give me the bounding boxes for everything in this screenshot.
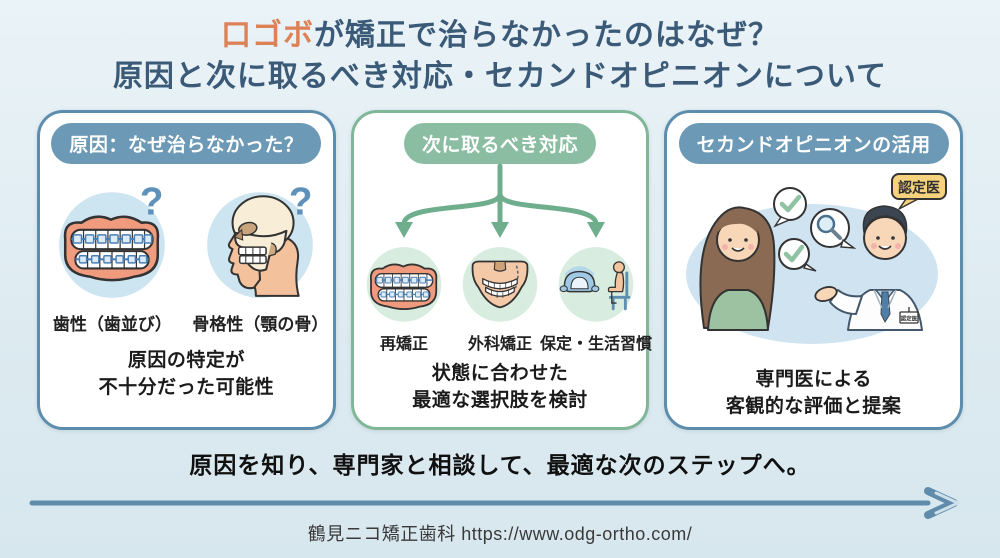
cause-skeletal: ? 骨格性（顎の骨）: [192, 180, 329, 335]
summary-line: 不十分だった可能性: [98, 377, 275, 399]
action-retention: 保定・生活習慣: [540, 240, 652, 354]
footer-credit: 鶴見ニコ矯正歯科 https://www.odg-ortho.com/: [307, 523, 693, 544]
action-surgery-label: 外科矯正: [467, 335, 532, 353]
check-icon: [779, 194, 801, 213]
summary-line: 原因の特定が: [127, 349, 245, 371]
check-icon: [783, 244, 804, 263]
branch-arrows-icon: [395, 163, 605, 238]
teeth-braces-icon: [366, 246, 442, 322]
card-causes: 原因：なぜ治らなかった？ ?: [37, 109, 336, 430]
cards-row: 原因：なぜ治らなかった？ ?: [37, 109, 964, 430]
patient-figure: [699, 206, 776, 331]
card-second-opinion-summary: 専門医による 客観的な評価と提案: [726, 366, 902, 421]
action-retreatment: 再矯正: [358, 240, 450, 354]
forward-arrow-icon: [29, 486, 960, 519]
title-line1-rest: が矯正で治らなかったのはなぜ？: [314, 19, 779, 52]
speech-bubbles: [772, 186, 857, 272]
retainer-posture-icon: [558, 246, 634, 322]
card-causes-header: 原因：なぜ治らなかった？: [51, 122, 322, 164]
page-title: 口ゴボが矯正で治らなかったのはなぜ？ 原因と次に取るべき対応・セカンドオピニオン…: [0, 0, 1000, 98]
teeth-braces-icon: ?: [59, 180, 166, 298]
card-second-opinion: セカンドオピニオンの活用: [664, 109, 964, 430]
action-retreatment-label: 再矯正: [379, 335, 428, 353]
doctor-figure: 認定医: [814, 205, 923, 331]
summary-line: 最適な選択肢を検討: [412, 390, 588, 412]
summary-line: 専門医による: [755, 368, 872, 390]
certified-badge: 認定医: [890, 172, 947, 210]
action-surgery: 外科矯正: [454, 240, 546, 354]
doctor-name-tag: 認定医: [900, 314, 917, 322]
actions-icon-row: 再矯正 外科矯正: [358, 240, 652, 354]
magnifier-icon: [816, 214, 835, 234]
causes-icon-row: ? 歯性（歯: [45, 180, 329, 335]
title-keyword: 口ゴボ: [221, 19, 314, 52]
cause-skeletal-label: 骨格性（顎の骨）: [192, 314, 329, 334]
card-next-actions-header: 次に取るべき対応: [404, 122, 597, 164]
card-next-actions: 次に取るべき対応: [350, 109, 652, 430]
certified-badge-label: 認定医: [898, 179, 940, 195]
title-line1: 口ゴボが矯正で治らなかったのはなぜ？: [0, 15, 1000, 56]
summary-line: 客観的な評価と提案: [725, 396, 902, 418]
card-causes-summary: 原因の特定が 不十分だった可能性: [99, 347, 275, 402]
bottom-message: 原因を知り、専門家と相談して、最適な次のステップへ。: [189, 451, 811, 478]
skull-profile-icon: ?: [207, 180, 314, 298]
question-mark-icon: ?: [289, 180, 313, 223]
summary-line: 状態に合わせた: [431, 362, 569, 384]
card-next-actions-summary: 状態に合わせた 最適な選択肢を検討: [412, 360, 588, 415]
cause-dental: ? 歯性（歯: [45, 180, 179, 335]
action-retention-label: 保定・生活習慣: [540, 335, 653, 353]
cause-dental-label: 歯性（歯並び）: [52, 314, 172, 334]
jaw-surgery-icon: [462, 246, 538, 322]
doctor-patient-illustration: 認定医: [685, 172, 947, 344]
card-second-opinion-header: セカンドオピニオンの活用: [678, 122, 949, 164]
title-line2: 原因と次に取るべき対応・セカンドオピニオンについて: [112, 60, 888, 94]
question-mark-icon: ?: [140, 180, 164, 223]
